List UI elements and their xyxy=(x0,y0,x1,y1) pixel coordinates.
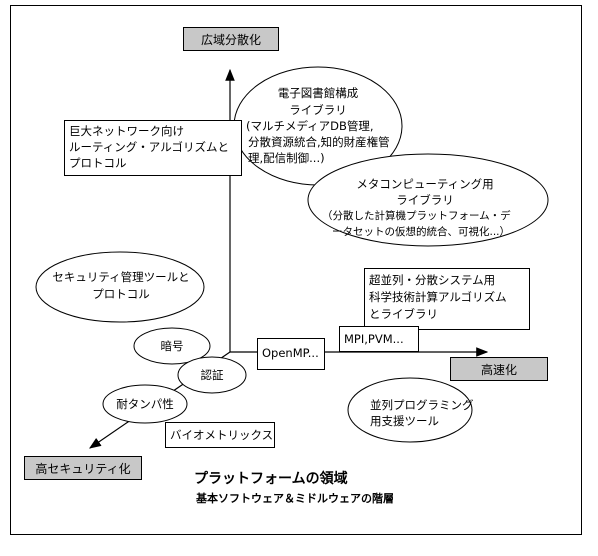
parallel-algo-line-3: とライブラリ xyxy=(369,307,438,321)
digital-library-line-4: 分散資源統合,知的財産権管 xyxy=(248,135,390,149)
parallel-tools-line-1: 並列プログラミング xyxy=(370,398,474,412)
crypto-label: 暗号 xyxy=(160,339,184,353)
mpi-pvm-label: MPI,PVM... xyxy=(344,332,404,346)
metacomputing-line-2: ライブラリ xyxy=(396,193,454,207)
security-mgmt-line-1: セキュリティ管理ツールと xyxy=(52,270,190,284)
parallel-algo-line-2: 科学技術計算アルゴリズム xyxy=(369,290,507,304)
digital-library-line-3: (マルチメディアDB管理, xyxy=(246,119,374,133)
crypto-ellipse xyxy=(133,327,211,365)
parallel-tools-line-2: 用支援ツール xyxy=(370,414,439,428)
openmp-box: OpenMP... xyxy=(257,338,325,370)
biometrics-box: バイオメトリックス xyxy=(165,422,275,448)
auth-ellipse xyxy=(177,356,247,394)
network-routing-box: 巨大ネットワーク向け ルーティング・アルゴリズムと プロトコル xyxy=(64,120,242,176)
diagram-subtitle: 基本ソフトウェア＆ミドルウェアの階層 xyxy=(196,492,394,505)
network-line-2: ルーティング・アルゴリズムと xyxy=(69,140,229,154)
high-speed-label: 高速化 xyxy=(450,357,548,381)
security-mgmt-line-2: プロトコル xyxy=(92,287,150,301)
high-security-label: 高セキュリティ化 xyxy=(24,456,142,480)
diagram-frame xyxy=(10,5,582,535)
network-line-3: プロトコル xyxy=(69,156,127,170)
auth-label: 認証 xyxy=(200,368,224,382)
metacomputing-line-3: （分散した計算機プラットフォーム・デ xyxy=(322,210,511,222)
parallel-tools-ellipse xyxy=(347,377,473,443)
tamper-ellipse xyxy=(102,384,188,424)
diagram-title: プラットフォームの領域 xyxy=(194,471,348,487)
metacomputing-line-1: メタコンピューティング用 xyxy=(356,177,494,191)
mpi-pvm-box: MPI,PVM... xyxy=(339,326,419,352)
biometrics-label: バイオメトリックス xyxy=(170,428,274,442)
tamper-label: 耐タンパ性 xyxy=(116,397,174,411)
metacomputing-ellipse xyxy=(307,153,549,247)
digital-library-line-1: 電子図書館構成 xyxy=(277,86,359,100)
openmp-label: OpenMP... xyxy=(262,346,319,360)
metacomputing-line-4: ータセットの仮想的統合、可視化...） xyxy=(332,226,511,238)
wide-area-label: 広域分散化 xyxy=(183,27,279,51)
network-line-1: 巨大ネットワーク向け xyxy=(69,124,184,138)
security-mgmt-ellipse xyxy=(35,251,205,323)
parallel-algo-line-1: 超並列・分散システム用 xyxy=(369,273,496,287)
digital-library-line-5: 理,配信制御...) xyxy=(248,151,325,165)
parallel-algorithm-box: 超並列・分散システム用 科学技術計算アルゴリズム とライブラリ xyxy=(364,268,530,330)
digital-library-line-2: ライブラリ xyxy=(289,103,347,117)
